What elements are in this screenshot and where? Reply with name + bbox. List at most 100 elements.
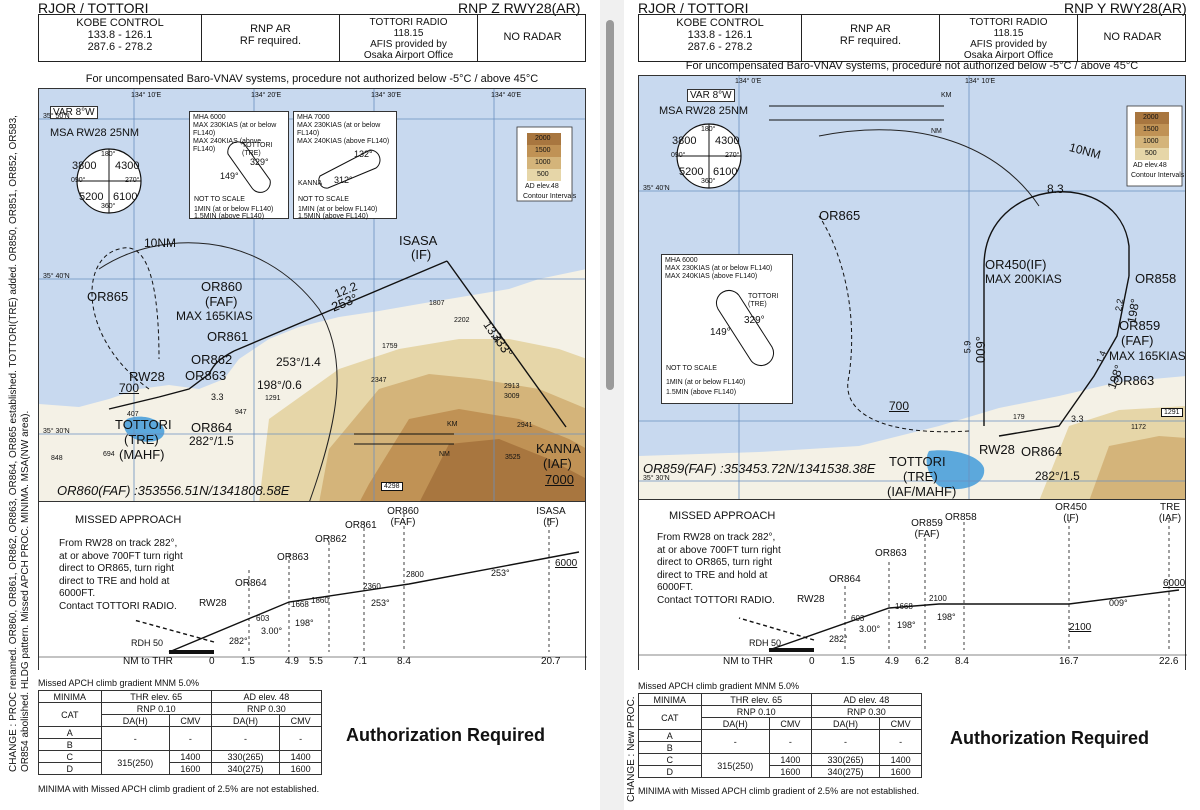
spot-elevation: 1291 — [265, 395, 281, 402]
lat-label: 35° 40'N — [643, 185, 670, 192]
holding-inset-tre: MHA 6000 MAX 230KIAS (at or below FL140)… — [661, 254, 793, 404]
ad-elev: AD elev.48 — [525, 183, 559, 190]
authorization-required: Authorization Required — [950, 728, 1149, 748]
profile-alt: 603 — [256, 614, 270, 623]
faf-coordinates: OR860(FAF) :353556.51N/1341808.58E — [57, 483, 290, 498]
nm-value: 0 — [209, 656, 215, 667]
minima-gradient: Missed APCH climb gradient MNM 5.0% — [38, 678, 200, 688]
airport-title: RJOR / TOTTORI — [38, 0, 149, 16]
rdh: RDH 50 — [749, 638, 782, 648]
fix-or450: OR450(IF) — [985, 257, 1047, 272]
holding-pattern-tre — [227, 141, 271, 193]
holding-inset-kanna: MHA 7000 MAX 230KIAS (at or below FL140)… — [293, 111, 397, 220]
nm-to-thr: NM to THR — [723, 656, 773, 667]
fix-or860: OR860 — [201, 279, 243, 294]
variation-label: VAR 8°W — [50, 106, 98, 119]
lon-label: 134° 10'E — [131, 92, 162, 99]
msa-label: MSA RW28 25NM — [659, 105, 749, 117]
ad-elev: AD elev.48 — [1133, 162, 1167, 169]
msa-bearing-180: 180° — [101, 151, 116, 158]
contour-2000: 2000 — [1143, 114, 1159, 121]
ring-label: 10NM — [144, 236, 177, 250]
nm-value: 1.5 — [241, 656, 255, 667]
spot-elevation: 4298 — [381, 482, 403, 491]
nm-value: 16.7 — [1059, 656, 1079, 667]
lon-label: 134° 30'E — [371, 92, 402, 99]
fix-or859: OR859 — [1119, 318, 1161, 333]
spot-elevation: 694 — [103, 451, 115, 458]
scrollbar-thumb[interactable] — [606, 20, 614, 390]
profile-course: 198° — [295, 618, 314, 628]
spot-elevation: 1291 — [1161, 408, 1183, 417]
contour-500: 500 — [537, 171, 549, 178]
radar-cell: NO RADAR — [503, 31, 562, 43]
spot-elevation: 179 — [1013, 414, 1025, 421]
contour-title: Contour Intervals — [523, 193, 577, 200]
fix-tottori-role: (MAHF) — [119, 447, 165, 462]
profile-course: 198° — [937, 612, 956, 622]
chart-rnp-z: CHANGE : PROC renamed. OR860, OR861, OR8… — [8, 0, 587, 794]
scale-km: KM — [941, 92, 952, 99]
msa-bearing-360: 360° — [701, 178, 716, 185]
profile-view: MISSED APPROACH From RW28 on track 282°,… — [38, 502, 587, 670]
msa-value-ne: 4300 — [715, 135, 740, 147]
profile-alt: 603 — [851, 614, 865, 623]
nm-value: 0 — [809, 656, 815, 667]
nm-value: 5.5 — [309, 656, 323, 667]
profile-fix: OR863 — [277, 552, 309, 563]
profile-course: 282° — [829, 634, 848, 644]
change-note: CHANGE : PROC renamed. OR860, OR861, OR8… — [8, 115, 19, 772]
fix-tottori: TOTTORI — [115, 417, 172, 432]
missed-approach-title: MISSED APPROACH — [669, 510, 776, 522]
spot-elevation: 848 — [51, 455, 63, 462]
profile-alt: 2100 — [929, 594, 947, 603]
spot-elevation: 2202 — [454, 317, 470, 324]
fix-or864: OR864 — [1021, 444, 1063, 459]
change-note: CHANGE : New PROC. — [626, 696, 637, 802]
msa-circle — [76, 148, 142, 214]
profile-fix: OR864 — [829, 574, 861, 585]
lon-label: 134° 10'E — [965, 78, 996, 85]
viewer-gutter — [600, 0, 624, 810]
fix-rw28: RW28 — [129, 369, 165, 384]
nm-value: 1.5 — [841, 656, 855, 667]
alt-700: 700 — [889, 399, 910, 413]
nm-value: 4.9 — [885, 656, 899, 667]
fix-or865: OR865 — [819, 208, 861, 223]
profile-course: 253° — [371, 598, 390, 608]
contour-1000: 1000 — [1143, 138, 1159, 145]
minima-footer: MINIMA with Missed APCH climb gradient o… — [38, 784, 320, 794]
profile-fix: OR861 — [345, 520, 377, 531]
profile-fix: OR450 (IF) — [1055, 502, 1087, 524]
faf-coordinates: OR859(FAF) :353453.72N/1341538.38E — [643, 461, 876, 476]
distance-8.3: 8.3 — [1047, 182, 1064, 196]
msa-value-se: 6100 — [713, 166, 738, 178]
msa-value-sw: 5200 — [679, 166, 704, 178]
nm-to-thr: NM to THR — [123, 656, 173, 667]
lon-label: 134° 20'E — [251, 92, 282, 99]
chart-rnp-y: CHANGE : New PROC. RJOR / TOTTORI RNP Y … — [624, 0, 1200, 810]
lat-label: 35° 30'N — [643, 475, 670, 482]
radar-cell: NO RADAR — [1103, 31, 1162, 43]
fix-tottori-id: (TRE) — [903, 469, 938, 484]
spot-elevation: 407 — [127, 411, 139, 418]
nm-value: 20.7 — [541, 656, 561, 667]
procedure-title: RNP Z RWY28(AR) — [458, 0, 581, 16]
profile-fix: OR864 — [235, 578, 267, 589]
procedure-title: RNP Y RWY28(AR) — [1064, 0, 1187, 16]
course-198-0.6: 198°/0.6 — [257, 378, 302, 392]
fix-kanna-alt: 7000 — [545, 472, 574, 487]
spot-elevation: 2347 — [371, 377, 387, 384]
contour-2000: 2000 — [535, 135, 551, 142]
nm-value: 22.6 — [1159, 656, 1179, 667]
msa-bearing-180: 180° — [701, 126, 716, 133]
msa-bearing-360: 360° — [101, 203, 116, 210]
profile-alt: 6000 — [1163, 578, 1186, 589]
